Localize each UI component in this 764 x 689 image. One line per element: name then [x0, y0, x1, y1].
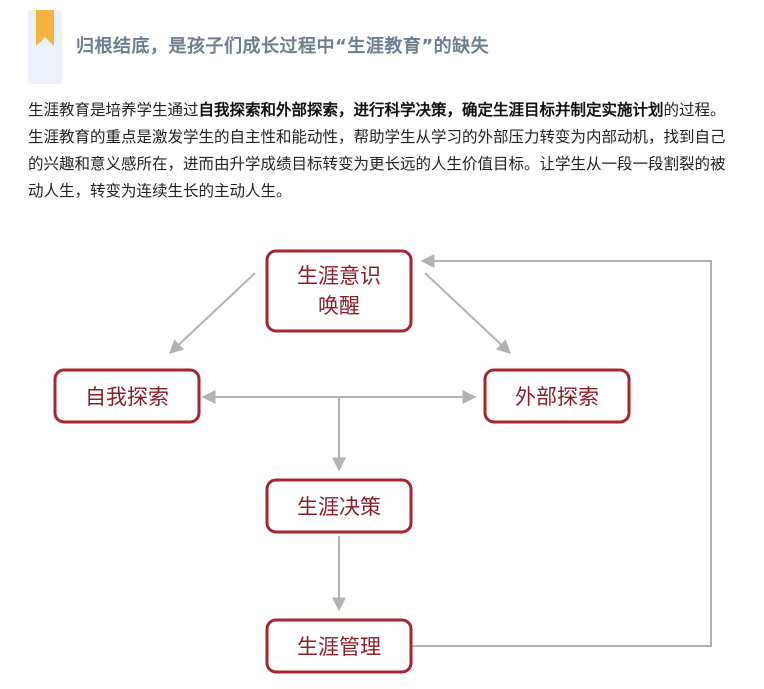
section-title: 归根结底，是孩子们成长过程中“生涯教育”的缺失 — [76, 36, 490, 57]
paragraph-text-start: 生涯教育是培养学生通过 — [28, 101, 199, 119]
intro-paragraph: 生涯教育是培养学生通过自我探索和外部探索，进行科学决策，确定生涯目标并制定实施计… — [28, 97, 740, 205]
paragraph-bold-text: 自我探索和外部探索，进行科学决策，确定生涯目标并制定实施计划 — [198, 101, 664, 119]
node-awareness-label-line2: 唤醒 — [318, 294, 360, 318]
node-career-management: 生涯管理 — [265, 618, 413, 674]
node-external-exploration-label: 外部探索 — [515, 385, 599, 409]
node-self-exploration: 自我探索 — [53, 368, 201, 424]
arrow-awareness-to-external — [424, 272, 512, 354]
arrow-management-feedback-loop — [410, 254, 712, 647]
node-self-exploration-label: 自我探索 — [85, 385, 169, 409]
arrow-awareness-to-self — [168, 272, 256, 354]
node-career-decision: 生涯决策 — [265, 478, 413, 534]
node-career-management-label: 生涯管理 — [297, 635, 381, 659]
bookmark-icon — [36, 10, 54, 46]
node-external-exploration: 外部探索 — [483, 368, 631, 424]
node-career-decision-label: 生涯决策 — [297, 495, 381, 519]
paragraph-text-end: 的过程。生涯教育的重点是激发学生的自主性和能动性，帮助学生从学习的外部压力转变为… — [28, 101, 726, 200]
node-awareness: 生涯意识 唤醒 — [265, 249, 413, 333]
node-awareness-label-line1: 生涯意识 — [297, 264, 381, 288]
